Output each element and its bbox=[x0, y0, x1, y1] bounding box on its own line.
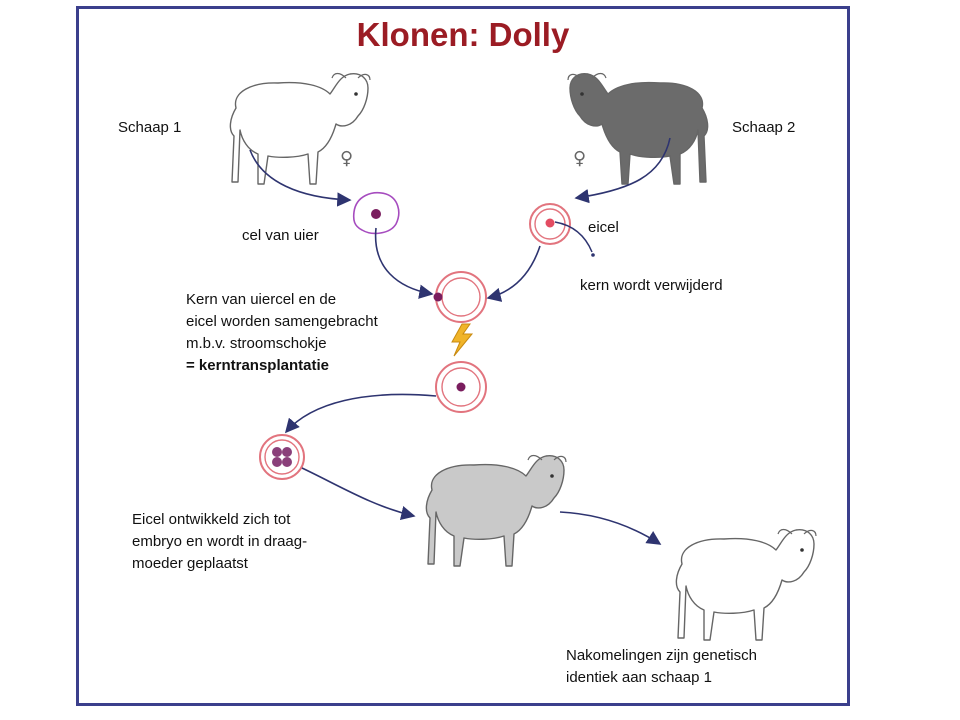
arrow-surrogate-to-offspring bbox=[559, 511, 662, 545]
label-udder-cell: cel van uier bbox=[242, 227, 319, 244]
label-embryo-line-2: embryo en wordt in draag- bbox=[132, 533, 308, 550]
udder-cell-icon bbox=[352, 192, 400, 235]
label-sheep-2: Schaap 2 bbox=[732, 119, 796, 136]
arrow-embryo-to-surrogate bbox=[301, 467, 416, 521]
arrow-udder-cell-to-fusion bbox=[374, 227, 434, 299]
label-fusion-line-1: Kern van uiercel en de bbox=[186, 291, 337, 308]
reconstructed-egg-icon bbox=[435, 361, 487, 413]
female-symbol-sheep-1: ♀ bbox=[340, 148, 353, 169]
process-arrows bbox=[249, 137, 671, 545]
label-offspring-line-2: identiek aan schaap 1 bbox=[566, 669, 712, 686]
label-fusion-line-3: m.b.v. stroomschokje bbox=[186, 335, 327, 352]
label-sheep-1: Schaap 1 bbox=[118, 119, 182, 136]
label-embryo-line-3: moeder geplaatst bbox=[132, 555, 248, 572]
label-fusion-line-2: eicel worden samengebracht bbox=[186, 313, 378, 330]
arrow-egg-to-embryo bbox=[284, 393, 437, 434]
arrow-sheep2-to-egg-cell bbox=[574, 137, 671, 204]
page-title: Klonen: Dolly bbox=[356, 16, 570, 53]
offspring-sheep-icon bbox=[675, 528, 817, 641]
nucleus-removal-arrow bbox=[554, 221, 593, 253]
fusion-cell-icon bbox=[433, 271, 487, 323]
label-nucleus-removed: kern wordt verwijderd bbox=[580, 277, 723, 294]
label-embryo-line-1: Eicel ontwikkeld zich tot bbox=[132, 511, 291, 528]
arrow-sheep1-to-udder-cell bbox=[249, 149, 352, 207]
surrogate-sheep-icon bbox=[425, 454, 567, 567]
lightning-bolt-icon bbox=[451, 323, 474, 357]
female-symbol-sheep-2: ♀ bbox=[573, 148, 586, 169]
label-fusion-line-4: = kerntransplantatie bbox=[186, 357, 329, 374]
sheep-2-icon bbox=[567, 72, 709, 185]
arrow-egg-cell-to-fusion bbox=[486, 245, 541, 302]
embryo-cell-icon bbox=[259, 434, 305, 480]
label-egg-cell: eicel bbox=[588, 219, 619, 236]
label-offspring-line-1: Nakomelingen zijn genetisch bbox=[566, 647, 757, 664]
